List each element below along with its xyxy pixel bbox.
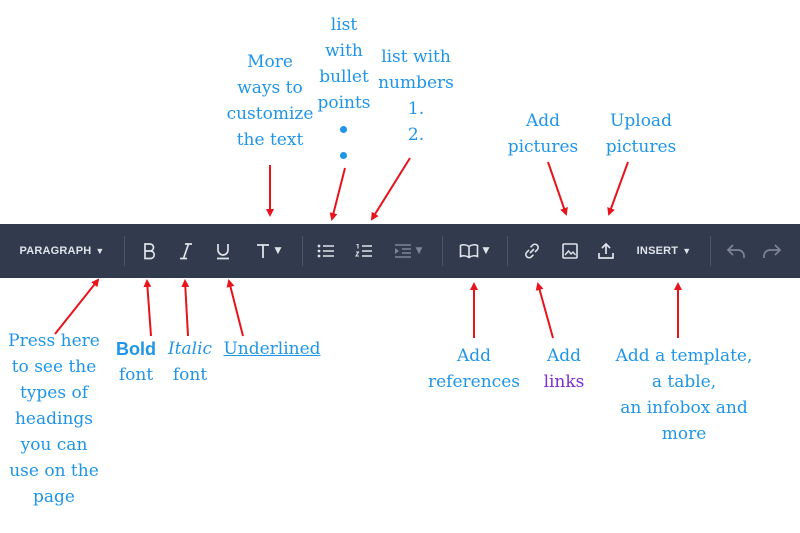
arrow-bullet-list — [329, 167, 346, 221]
arrow-numbered-list — [370, 157, 411, 221]
text-style-dropdown[interactable]: ▼ — [248, 224, 288, 278]
bullet-dot-icon — [340, 152, 347, 159]
caret-down-icon: ▼ — [95, 246, 105, 256]
editor-toolbar: PARAGRAPH ▼ ▼ — [0, 224, 800, 278]
references-dropdown[interactable]: ▼ — [454, 224, 494, 278]
undo-icon — [726, 244, 745, 258]
book-icon — [459, 244, 478, 259]
italic-button[interactable] — [173, 224, 199, 278]
redo-icon — [763, 244, 782, 258]
numbered-list-button[interactable] — [351, 224, 377, 278]
paragraph-label: PARAGRAPH — [19, 245, 92, 257]
indent-icon — [394, 244, 411, 258]
toolbar-divider — [442, 236, 443, 266]
upload-icon — [598, 242, 614, 259]
toolbar-divider — [507, 236, 508, 266]
indent-dropdown[interactable]: ▼ — [388, 224, 428, 278]
toolbar-divider — [124, 236, 125, 266]
text-style-icon — [256, 244, 269, 258]
redo-button[interactable] — [758, 224, 786, 278]
add-picture-button[interactable] — [556, 224, 584, 278]
numbered-list-icon — [355, 243, 372, 257]
arrow-paragraph — [54, 278, 100, 335]
link-icon — [525, 243, 539, 259]
arrow-italic — [181, 279, 190, 337]
caret-down-icon: ▼ — [482, 246, 490, 256]
caret-down-icon: ▼ — [682, 246, 692, 256]
bold-icon — [144, 243, 155, 260]
arrow-bold — [143, 279, 152, 337]
bullet-list-button[interactable] — [313, 224, 339, 278]
arrow-upload-pictures — [607, 161, 629, 216]
italic-icon — [180, 243, 192, 260]
underline-icon — [217, 244, 229, 260]
upload-picture-button[interactable] — [592, 224, 620, 278]
underline-button[interactable] — [210, 224, 236, 278]
caret-down-icon: ▼ — [274, 246, 282, 256]
arrow-underline — [226, 279, 244, 337]
arrow-links — [535, 282, 554, 339]
bullet-dot-icon — [340, 126, 347, 133]
toolbar-divider — [710, 236, 711, 266]
link-button[interactable] — [518, 224, 546, 278]
annotation-underlined: Underlined — [223, 339, 321, 359]
insert-label: INSERT — [636, 245, 679, 257]
insert-dropdown[interactable]: INSERT ▼ — [630, 224, 698, 278]
undo-button[interactable] — [722, 224, 750, 278]
bullet-list-icon — [317, 244, 334, 258]
caret-down-icon: ▼ — [415, 246, 423, 256]
image-icon — [562, 243, 578, 259]
arrow-add-pictures — [547, 161, 568, 216]
paragraph-dropdown[interactable]: PARAGRAPH ▼ — [12, 224, 112, 278]
toolbar-divider — [302, 236, 303, 266]
bold-button[interactable] — [136, 224, 162, 278]
